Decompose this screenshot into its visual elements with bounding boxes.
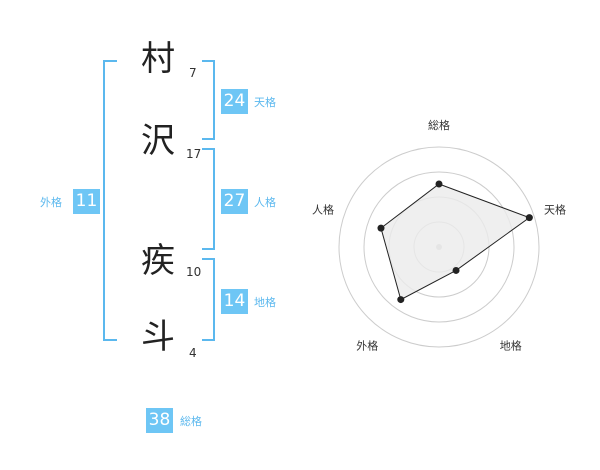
radar-axis-label-3: 外格 [356,339,378,353]
radar-axis-label-1: 天格 [544,202,566,216]
radar-points [377,180,533,304]
sou-label: 総格 [180,415,202,428]
name-char-1: 村 [141,39,175,79]
name-char-4: 斗 [141,317,175,357]
radar-point-3 [397,296,405,304]
outer-bracket [103,60,117,341]
name-char-2: 沢 [141,121,175,161]
stroke-count-3: 10 [186,265,202,279]
stroke-count-1: 7 [189,66,197,80]
gai-label: 外格 [40,196,62,209]
chi-bracket [202,258,215,341]
gai-badge: 11 [73,189,100,214]
radar-area [380,183,531,301]
radar-point-4 [377,224,385,232]
radar-ring-4 [338,146,540,348]
stroke-count-2: 17 [186,147,202,161]
ten-label: 天格 [254,96,276,109]
ten-badge: 24 [221,89,248,114]
chi-badge: 14 [221,289,248,314]
radar-point-0 [435,180,443,188]
stroke-count-4: 4 [189,346,197,360]
name-char-3: 疾 [141,241,175,281]
radar-ring-3 [363,171,515,323]
sou-badge: 38 [146,408,173,433]
jin-label: 人格 [254,196,276,209]
radar-axis-label-4: 人格 [312,202,334,216]
ten-bracket [202,60,215,140]
radar-axis-label-2: 地格 [500,339,522,353]
jin-bracket [202,148,215,250]
radar-point-1 [525,214,533,222]
radar-point-2 [452,266,460,274]
chi-label: 地格 [254,296,276,309]
radar-axis-label-0: 総格 [428,118,450,132]
jin-badge: 27 [221,189,248,214]
